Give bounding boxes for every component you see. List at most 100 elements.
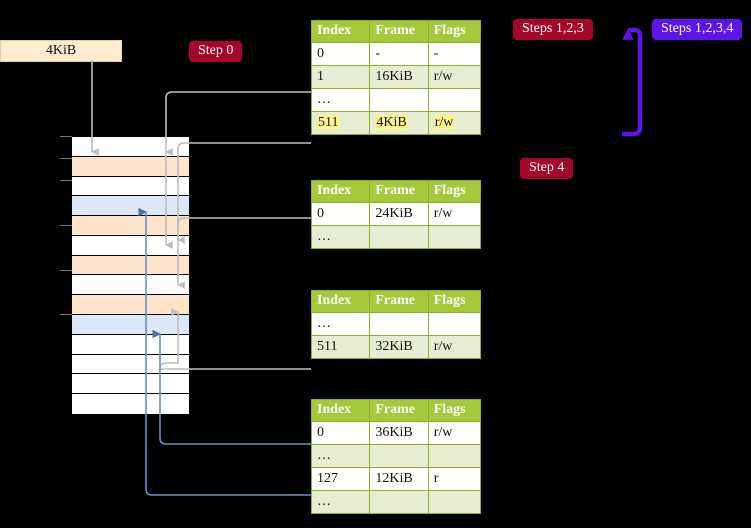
memory-row <box>72 334 189 355</box>
table-cell: … <box>310 312 371 336</box>
memory-row <box>72 374 189 395</box>
column-header-flags: Flags <box>427 20 482 43</box>
physical-memory-column <box>71 136 190 414</box>
memory-tick <box>60 158 72 159</box>
table-cell: 511 <box>310 111 371 135</box>
table-row: 0-- <box>310 42 482 66</box>
table-row: … <box>310 88 482 112</box>
table-row: … <box>310 312 482 336</box>
table-cell: 24KiB <box>369 202 429 226</box>
table-cell: - <box>427 42 482 66</box>
connector-pdpt-row0 <box>177 217 311 289</box>
column-header-index: Index <box>310 290 371 313</box>
memory-row <box>72 275 189 296</box>
badge-step-0-label: Step 0 <box>198 43 234 58</box>
table-cell: - <box>369 42 429 66</box>
badge-steps-123-label: Steps 1,2,3 <box>522 21 584 36</box>
table-cell: r/w <box>427 421 482 445</box>
memory-row <box>72 235 189 256</box>
table-cell: … <box>310 444 371 468</box>
table-cell: … <box>310 225 371 249</box>
memory-size-label: 4KiB <box>0 40 122 62</box>
column-header-flags: Flags <box>427 399 482 422</box>
table-cell <box>369 312 429 336</box>
column-header-index: Index <box>310 20 371 43</box>
column-header-flags: Flags <box>427 290 482 313</box>
table-cell: … <box>310 490 371 514</box>
memory-tick <box>60 136 72 137</box>
table-cell <box>427 225 482 249</box>
table-cell: 127 <box>310 467 371 491</box>
memory-tick <box>60 180 72 181</box>
table-cell <box>427 88 482 112</box>
table-cell <box>369 490 429 514</box>
column-header-frame: Frame <box>369 20 429 43</box>
memory-tick <box>60 314 72 315</box>
table-cell: r/w <box>427 65 482 89</box>
memory-size-text: 4KiB <box>45 43 77 58</box>
table-cell: 1 <box>310 65 371 89</box>
memory-row <box>72 176 189 197</box>
memory-row <box>72 315 189 335</box>
memory-row <box>72 137 189 157</box>
table-cell <box>427 490 482 514</box>
table-cell <box>369 88 429 112</box>
column-header-frame: Frame <box>369 399 429 422</box>
table-cell: 4KiB <box>369 111 429 135</box>
table-cell <box>369 225 429 249</box>
table-cell: 0 <box>310 202 371 226</box>
table-cell: … <box>310 88 371 112</box>
badge-step-0: Step 0 <box>189 41 243 62</box>
column-header-index: Index <box>310 399 371 422</box>
column-header-frame: Frame <box>369 180 429 203</box>
table-cell: 32KiB <box>369 335 429 359</box>
table-cell <box>369 444 429 468</box>
table-cell: 12KiB <box>369 467 429 491</box>
memory-row <box>72 196 189 217</box>
table-cell: r <box>427 467 482 491</box>
column-header-index: Index <box>310 180 371 203</box>
table-row: 511 4KiB r/w <box>310 111 482 135</box>
table-cell <box>427 444 482 468</box>
table-cell: r/w <box>427 111 482 135</box>
memory-row <box>72 255 189 276</box>
memory-row <box>72 295 189 316</box>
table-cell: 0 <box>310 421 371 445</box>
badge-step-4-label: Step 4 <box>529 160 565 175</box>
badge-steps-1234-label: Steps 1,2,3,4 <box>661 21 734 36</box>
badge-steps-123: Steps 1,2,3 <box>513 19 593 40</box>
table-cell: 0 <box>310 42 371 66</box>
table-cell: 36KiB <box>369 421 429 445</box>
highlighted-value: r/w <box>433 114 455 130</box>
table-cell: 511 <box>310 335 371 359</box>
column-header-frame: Frame <box>369 290 429 313</box>
table-row: … <box>310 444 482 468</box>
table-cell: 16KiB <box>369 65 429 89</box>
badge-steps-1234: Steps 1,2,3,4 <box>652 19 743 40</box>
badge-step-4: Step 4 <box>520 158 574 179</box>
memory-row <box>72 216 189 236</box>
highlighted-value: 4KiB <box>375 114 408 130</box>
arrow-steps-1234-bracket <box>622 27 643 137</box>
table-row: … <box>310 225 482 249</box>
memory-tick <box>60 225 72 226</box>
memory-row <box>72 354 189 375</box>
highlighted-value: 511 <box>317 114 340 130</box>
memory-row <box>72 156 189 177</box>
memory-row <box>72 394 189 414</box>
column-header-flags: Flags <box>427 180 482 203</box>
